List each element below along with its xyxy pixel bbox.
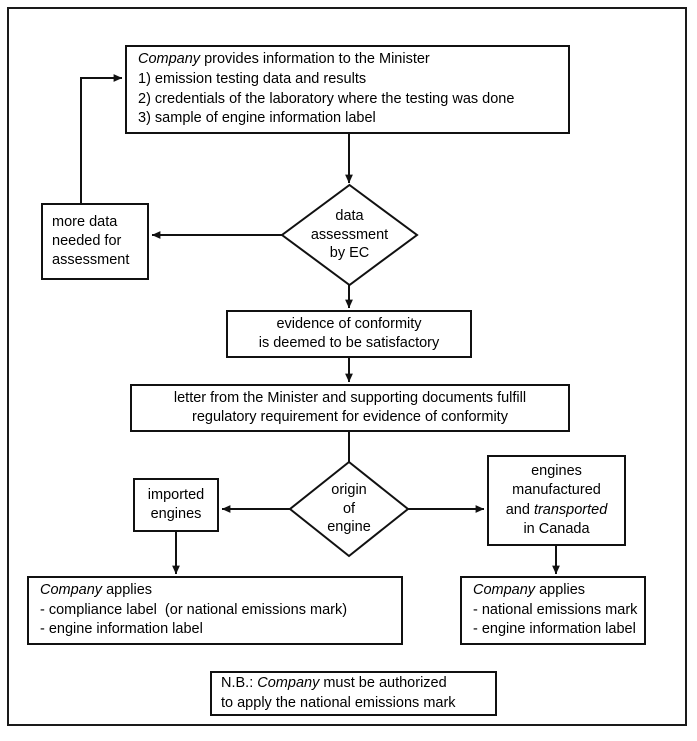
node-nb-authorization-note: N.B.: Company must be authorized to appl…	[210, 671, 497, 716]
node-line: by EC	[329, 245, 370, 262]
node-line: in Canada	[523, 520, 590, 537]
node-line: Company provides information to the Mini…	[138, 51, 430, 68]
node-line: - engine information label	[40, 621, 203, 638]
node-letter-from-minister: letter from the Minister and supporting …	[130, 384, 570, 432]
node-line: - engine information label	[473, 621, 636, 638]
node-company-applies-canadian: Company applies - national emissions mar…	[460, 576, 646, 645]
node-line: engine	[327, 519, 371, 536]
node-line: imported	[147, 486, 205, 503]
node-line: assessment	[310, 226, 389, 243]
node-company-applies-imported: Company applies - compliance label (or n…	[27, 576, 403, 645]
node-line: more data	[52, 213, 118, 230]
node-line: data	[335, 207, 364, 224]
node-line: - compliance label (or national emission…	[40, 601, 348, 618]
node-line: 3) sample of engine information label	[138, 110, 376, 127]
node-line: manufactured	[512, 482, 601, 499]
node-engines-manufactured-in-canada: engines manufactured and transported in …	[487, 455, 626, 546]
node-line: origin	[331, 481, 367, 498]
node-line: evidence of conformity	[276, 315, 422, 332]
node-line: N.B.: Company must be authorized	[221, 675, 447, 692]
node-line: Company applies	[40, 581, 153, 598]
node-line: and transported	[505, 501, 608, 518]
node-line: needed for	[52, 232, 122, 249]
node-line: of	[342, 500, 356, 517]
node-line: 2) credentials of the laboratory where t…	[138, 90, 515, 107]
node-imported-engines: imported engines	[133, 478, 219, 532]
node-line: to apply the national emissions mark	[221, 694, 456, 711]
node-more-data-needed: more data needed for assessment	[41, 203, 149, 280]
node-company-provides-information: Company provides information to the Mini…	[125, 45, 570, 134]
node-line: Company applies	[473, 581, 586, 598]
node-data-assessment-decision: data assessment by EC	[280, 183, 419, 287]
node-origin-of-engine-decision: origin of engine	[288, 460, 410, 558]
node-line: - national emissions mark	[473, 601, 638, 618]
node-line: engines	[531, 462, 582, 479]
edge-moredata-feedback	[80, 74, 123, 203]
node-line: regulatory requirement for evidence of c…	[192, 409, 508, 425]
node-line: 1) emission testing data and results	[138, 70, 367, 87]
diagram-frame	[7, 7, 687, 726]
node-line: assessment	[52, 252, 130, 269]
node-line: letter from the Minister and supporting …	[173, 389, 527, 406]
node-line: is deemed to be satisfactory	[258, 335, 440, 351]
node-line: engines	[150, 506, 202, 522]
node-evidence-of-conformity: evidence of conformity is deemed to be s…	[226, 310, 472, 358]
